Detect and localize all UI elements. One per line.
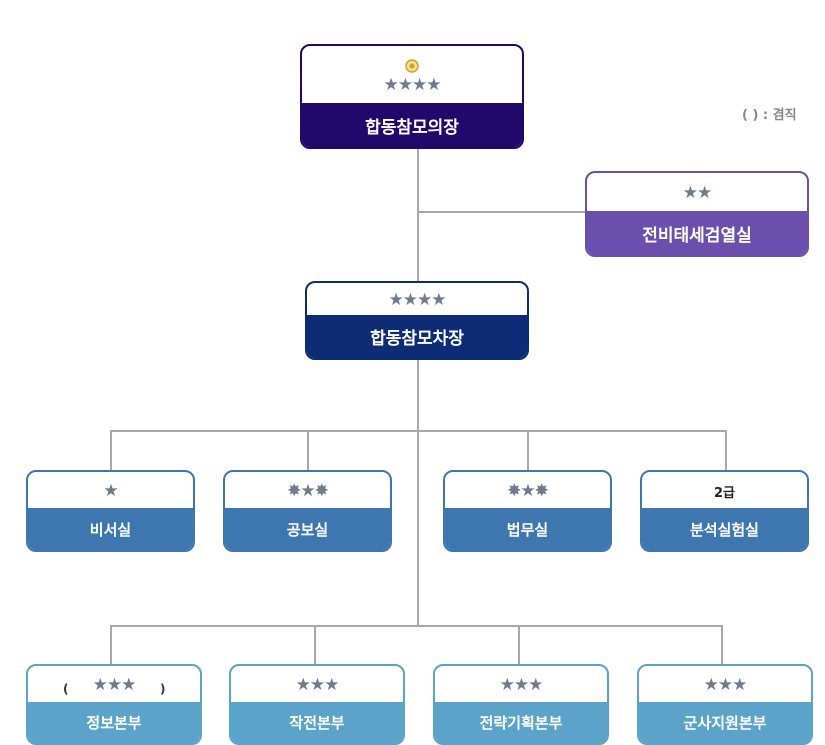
connector-divisions-bar [110, 625, 723, 627]
three-star-icon: ★★★ [499, 674, 544, 695]
rank-insignia: ★★★★ [302, 46, 522, 106]
rank-insignia: ✸★✸ [225, 472, 390, 511]
vice-chairman-box[interactable]: ★★★★ 합동참모차장 [305, 281, 529, 360]
connector-division-4 [721, 625, 723, 665]
rank-insignia: ✸★✸ [445, 472, 610, 511]
division-label: 전략기획본부 [435, 702, 607, 743]
division-label: 정보본부 [28, 702, 200, 743]
inspection-box[interactable]: ★★ 전비태세검열실 [585, 171, 809, 257]
grade-text: 2급 [713, 486, 735, 501]
rank-insignia: ★★ [587, 173, 807, 213]
office-label: 비서실 [28, 508, 193, 550]
legend-concurrent: ( ) : 겸직 [742, 108, 797, 123]
connector-office-2 [307, 430, 309, 472]
rank-insignia: ★★★ [231, 666, 403, 704]
rank-insignia: 2급 [642, 472, 807, 511]
rank-insignia: ★★★ [435, 666, 607, 704]
office-box-legal[interactable]: ✸★✸ 법무실 [443, 470, 612, 552]
division-box-intelligence[interactable]: ★★★ ( ) 정보본부 [26, 664, 202, 745]
division-box-military-support[interactable]: ★★★ 군사지원본부 [637, 664, 813, 745]
three-star-icon: ★★★ [92, 674, 137, 695]
civilian-rank-icon: ✸★✸ [287, 481, 329, 501]
office-label: 법무실 [445, 508, 610, 550]
civilian-rank-icon: ✸★✸ [507, 481, 549, 501]
office-label: 공보실 [225, 508, 390, 550]
connector-division-1 [110, 625, 112, 665]
connector-inspection [417, 211, 586, 213]
office-box-analysis-lab[interactable]: 2급 분석실험실 [640, 470, 809, 552]
rank-insignia: ★★★★ [307, 283, 527, 317]
four-star-icon: ★★★★ [388, 289, 447, 310]
seal-icon [405, 59, 419, 73]
connector-main-trunk [417, 148, 419, 627]
connector-office-4 [725, 430, 727, 472]
connector-offices-bar [110, 430, 727, 432]
connector-office-3 [527, 430, 529, 472]
connector-division-2 [314, 625, 316, 665]
concurrent-paren-close: ) [160, 682, 166, 696]
chairman-box[interactable]: ★★★★ 합동참모의장 [300, 44, 524, 149]
four-star-icon: ★★★★ [383, 75, 442, 95]
vice-chairman-label: 합동참모차장 [307, 315, 527, 358]
rank-insignia: ★★★ [639, 666, 811, 704]
rank-insignia: ★★★ [28, 666, 200, 704]
office-box-public-affairs[interactable]: ✸★✸ 공보실 [223, 470, 392, 552]
division-label: 작전본부 [231, 702, 403, 743]
division-box-operations[interactable]: ★★★ 작전본부 [229, 664, 405, 745]
division-label: 군사지원본부 [639, 702, 811, 743]
chairman-label: 합동참모의장 [302, 103, 522, 147]
connector-division-3 [518, 625, 520, 665]
one-star-icon: ★ [103, 481, 118, 501]
connector-office-1 [110, 430, 112, 472]
three-star-icon: ★★★ [703, 674, 748, 695]
division-box-strategic-planning[interactable]: ★★★ 전략기획본부 [433, 664, 609, 745]
inspection-label: 전비태세검열실 [587, 211, 807, 255]
office-label: 분석실험실 [642, 508, 807, 550]
office-box-secretary[interactable]: ★ 비서실 [26, 470, 195, 552]
two-star-icon: ★★ [682, 182, 713, 203]
rank-insignia: ★ [28, 472, 193, 511]
three-star-icon: ★★★ [295, 674, 340, 695]
concurrent-paren-open: ( [63, 682, 69, 696]
